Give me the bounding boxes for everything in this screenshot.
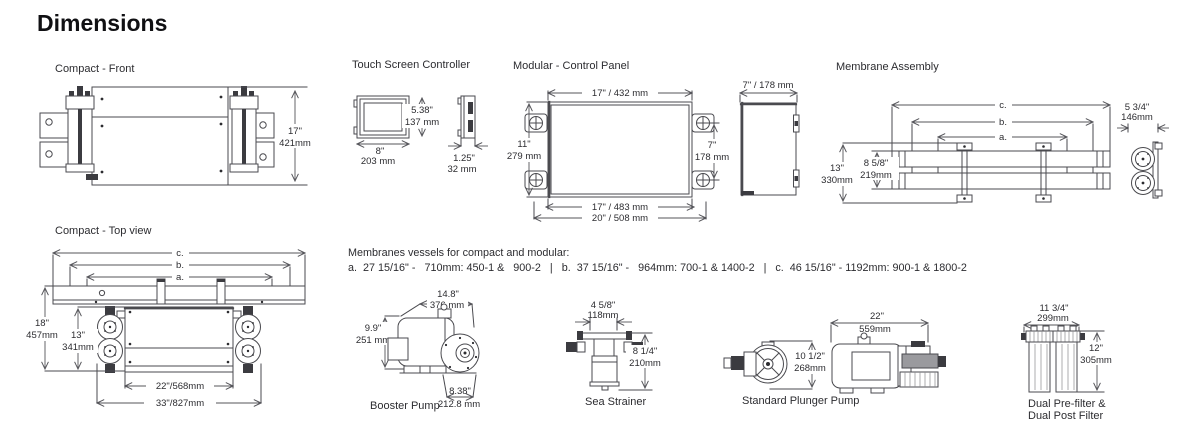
booster-height-mm: 251 mm bbox=[356, 335, 390, 346]
booster-base-in: 8.38" bbox=[449, 386, 471, 397]
plunger-length-mm: 559mm bbox=[859, 324, 891, 335]
compact-top-inner-depth-mm: 341mm bbox=[62, 342, 94, 353]
compact-top-caption: Compact - Top view bbox=[55, 225, 151, 237]
membrane-height-mm: 330mm bbox=[821, 175, 853, 186]
booster-height-in: 9.9" bbox=[365, 323, 382, 334]
modular-panel-caption: Modular - Control Panel bbox=[513, 60, 629, 72]
right-filter-pair-top bbox=[232, 306, 261, 373]
modular-side-figure: 7" / 178 mm bbox=[740, 80, 800, 197]
plunger-pump-figure: 22" 559mm 10 1/2" 268mm bbox=[723, 311, 946, 407]
booster-pump-figure: 14.8" 376 mm 9.9" 251 mm 8.38 bbox=[354, 289, 480, 412]
strainer-height-in: 8 1/4" bbox=[633, 346, 658, 357]
membrane-caption: Membrane Assembly bbox=[836, 61, 939, 73]
touch-screen-height-in: 5.38" bbox=[411, 105, 433, 116]
compact-front-height-mm: 421mm bbox=[279, 138, 311, 149]
membrane-end-width-in: 5 3/4" bbox=[1125, 102, 1150, 113]
dual-filter-caption-2: Dual Post Filter bbox=[1028, 410, 1104, 422]
modular-bottom-width-outer: 20" / 508 mm bbox=[592, 213, 648, 224]
strainer-height-mm: 210mm bbox=[629, 358, 661, 369]
compact-top-dim-a: a. bbox=[176, 272, 184, 283]
membrane-assembly-figure: Membrane Assembly c. b. a. bbox=[818, 61, 1169, 204]
strainer-caption: Sea Strainer bbox=[585, 396, 646, 408]
membrane-dim-c: c. bbox=[999, 100, 1006, 111]
membrane-spacing-mm: 219mm bbox=[860, 170, 892, 181]
membrane-height-in: 13" bbox=[830, 163, 844, 174]
modular-top-width: 17" / 432 mm bbox=[592, 88, 648, 99]
plunger-caption: Standard Plunger Pump bbox=[742, 395, 859, 407]
dual-filter-height-mm: 305mm bbox=[1080, 355, 1112, 366]
membrane-dim-a: a. bbox=[999, 132, 1007, 143]
membrane-dim-b: b. bbox=[999, 117, 1007, 128]
compact-top-depth-in: 18" bbox=[35, 318, 49, 329]
compact-top-width-outer: 33"/827mm bbox=[156, 398, 204, 409]
compact-front-caption: Compact - Front bbox=[55, 63, 134, 75]
modular-bottom-width-inner: 17" / 483 mm bbox=[592, 202, 648, 213]
booster-length-in: 14.8" bbox=[437, 289, 459, 300]
compact-top-dim-c: c. bbox=[176, 248, 183, 259]
compact-top-figure: Compact - Top view c. b. a. bbox=[24, 225, 305, 409]
dual-filter-figure: 11 3/4" 299mm 12" 305mm Dual Pre-filter … bbox=[1021, 303, 1114, 422]
compact-front-height-in: 17" bbox=[288, 126, 302, 137]
page-title: Dimensions bbox=[37, 10, 168, 36]
strainer-width-mm: 118mm bbox=[588, 310, 619, 321]
touch-screen-width-mm: 203 mm bbox=[361, 156, 395, 167]
vessels-note-items: a. 27 15/16" - 710mm: 450-1 & 900-2 | b.… bbox=[348, 262, 967, 274]
dual-filter-width-in: 11 3/4" bbox=[1039, 303, 1068, 314]
vessels-note-heading: Membranes vessels for compact and modula… bbox=[348, 247, 569, 259]
plunger-length-in: 22" bbox=[870, 311, 884, 322]
modular-hole-spacing-in: 7" bbox=[708, 140, 717, 151]
strainer-width-in: 4 5/8" bbox=[591, 300, 616, 311]
vessels-note: Membranes vessels for compact and modula… bbox=[348, 247, 967, 274]
plunger-height-mm: 268mm bbox=[794, 363, 826, 374]
compact-top-inner-depth-in: 13" bbox=[71, 330, 85, 341]
touch-screen-height-mm: 137 mm bbox=[405, 117, 439, 128]
touch-screen-width-in: 8" bbox=[376, 146, 385, 157]
booster-caption: Booster Pump bbox=[370, 400, 440, 412]
membrane-spacing-in: 8 5/8" bbox=[864, 158, 889, 169]
dual-filter-width-mm: 299mm bbox=[1037, 313, 1069, 324]
membrane-end-width-mm: 146mm bbox=[1121, 112, 1153, 123]
sea-strainer-figure: 4 5/8" 118mm 8 1/4" 210mm Sea Strainer bbox=[566, 300, 664, 408]
modular-height-in: 11" bbox=[517, 139, 530, 150]
modular-panel-figure: Modular - Control Panel 17" / 432 mm bbox=[505, 60, 735, 224]
compact-top-width-inner: 22"/568mm bbox=[156, 381, 204, 392]
touch-screen-depth-in: 1.25" bbox=[453, 153, 475, 164]
touch-screen-depth-mm: 32 mm bbox=[447, 164, 476, 175]
modular-side-depth: 7" / 178 mm bbox=[743, 80, 794, 91]
touch-screen-caption: Touch Screen Controller bbox=[352, 59, 470, 71]
modular-hole-spacing-mm: 178 mm bbox=[695, 152, 729, 163]
booster-base-mm: 212.8 mm bbox=[438, 399, 480, 410]
compact-front-figure: Compact - Front bbox=[39, 63, 312, 186]
touch-screen-figure: Touch Screen Controller 8" 203 mm 5.38" … bbox=[352, 59, 488, 175]
plunger-height-in: 10 1/2" bbox=[795, 351, 825, 362]
compact-top-dim-b: b. bbox=[176, 260, 184, 271]
compact-top-depth-mm: 457mm bbox=[26, 330, 58, 341]
left-filter-pair-top bbox=[97, 306, 126, 373]
modular-height-mm: 279 mm bbox=[507, 151, 541, 162]
dual-filter-height-in: 12" bbox=[1089, 343, 1103, 354]
dual-filter-caption-1: Dual Pre-filter & bbox=[1028, 398, 1106, 410]
